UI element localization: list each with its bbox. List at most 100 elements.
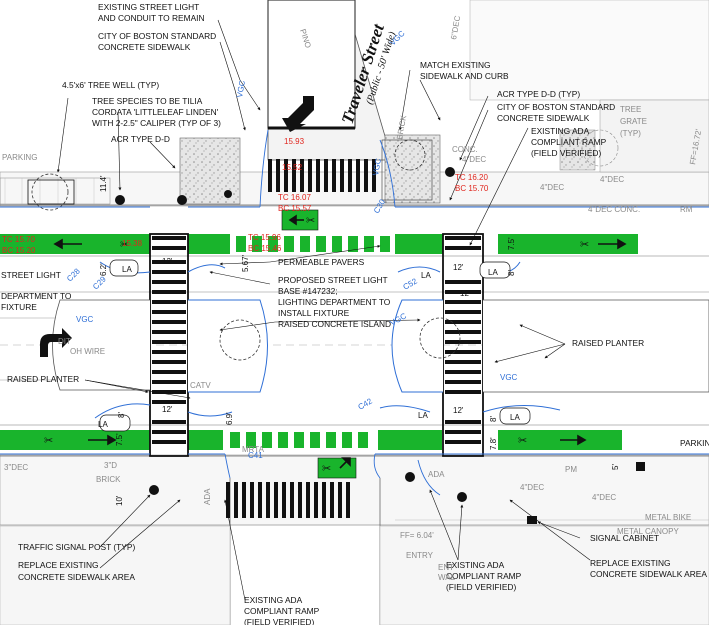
bicycle-icons: ✂ ✂ ✂ ✂ ✂ ✂ [44, 214, 589, 475]
dimension-label: 12' [453, 263, 464, 272]
dimension-label: 6.2' [99, 263, 108, 276]
map-label: VGC [371, 157, 383, 176]
callouts-right: MATCH EXISTING SIDEWALK AND CURB ACR TYP… [420, 60, 709, 448]
map-label: WAL [438, 573, 456, 582]
map-label: 6"DEC [449, 15, 462, 41]
bicycle-icon: ✂ [322, 462, 331, 475]
dimension-label: 8' [489, 416, 498, 422]
elevation-label: 15.93 [284, 137, 305, 146]
callout: RAISED PLANTER [572, 338, 644, 348]
elevation-label: TC 15.96 [248, 233, 281, 242]
dimension-labels: 11.4' 12' 6.2' 5.67' 7.5' 12' 8' 12' 8' … [99, 175, 620, 506]
bike-lane-center-south-2 [378, 430, 442, 450]
map-label: VGC [235, 79, 247, 98]
dimension-label: 12' [162, 257, 173, 266]
tree-icon [219, 319, 261, 361]
bicycle-icon: ✂ [306, 214, 315, 227]
elevation-labels: 15.93 15.52 TC 16.07 BC 15.57 TC 15.96 B… [2, 137, 489, 255]
map-label: 4"DEC [600, 175, 624, 184]
elevation-label: BC 15.70 [455, 184, 489, 193]
callout: ACR TYPE D-D (TYP) [497, 89, 580, 99]
callout: PARKIN [680, 438, 709, 448]
street-light-icon [177, 195, 187, 205]
map-label: METAL BIKE [645, 513, 691, 522]
signal-cabinet-icon [527, 516, 537, 524]
map-label: 4"DEC [592, 493, 616, 502]
map-label: BRICK [395, 114, 408, 140]
bicycle-icon: ✂ [518, 434, 527, 447]
signal-posts [115, 167, 645, 524]
map-label: LA [98, 420, 108, 429]
raised-islands [52, 259, 709, 432]
bicycle-icon: ✂ [120, 238, 129, 251]
crosswalk-south [226, 482, 350, 518]
callout: CITY OF BOSTON STANDARD [497, 102, 615, 112]
callout: SIGNAL CABINET [590, 533, 659, 543]
callout: EXISTING ADA [244, 595, 303, 605]
map-label: (TYP) [620, 129, 641, 138]
callout: TREE SPECIES TO BE TILIA [92, 96, 203, 106]
callout: COMPLIANT RAMP [446, 571, 522, 581]
map-label: GRATE [620, 117, 647, 126]
parking-meter-icon [636, 462, 645, 471]
dimension-label: 7.5' [115, 433, 124, 446]
bike-lane-east-north [498, 234, 638, 254]
map-label: 4"DEC [462, 155, 486, 164]
map-label: CONC. [452, 145, 478, 154]
bike-lane-center-south [188, 430, 223, 450]
callout: CORDATA 'LITTLELEAF LINDEN' [92, 107, 219, 117]
callout: STREET LIGHT [1, 270, 61, 280]
callout: COMPLIANT RAMP [244, 606, 320, 616]
callout: PROPOSED STREET LIGHT [278, 275, 388, 285]
callout: CITY OF BOSTON STANDARD [98, 31, 216, 41]
map-label: PM [565, 465, 577, 474]
turn-arrow-icon [40, 328, 72, 357]
dimension-label: 8' [117, 412, 126, 418]
callout: INSTALL FIXTURE [278, 308, 350, 318]
callout: BASE #147232; [278, 286, 338, 296]
map-label: 4"DEC CONC. [588, 205, 640, 214]
callout: CONCRETE SIDEWALK AREA [18, 572, 135, 582]
map-label: 3"DEC [4, 463, 28, 472]
map-label: LA [418, 411, 428, 420]
map-label: VGC [76, 315, 94, 324]
dimension-label: 10' [115, 495, 124, 506]
map-label: ENT [438, 563, 454, 572]
map-label: FF= 6.04' [400, 531, 434, 540]
crosswalk-north [268, 159, 376, 192]
lane-arrows [40, 96, 314, 357]
elevation-label: BC 15.20 [2, 246, 36, 255]
callout: 4.5'x6' TREE WELL (TYP) [62, 80, 159, 90]
map-label: ADA [428, 470, 445, 479]
dimension-label: 7.8' [489, 437, 498, 450]
elevation-label: 15.52 [282, 163, 303, 172]
dimension-label: 12' [162, 405, 173, 414]
callout: (FIELD VERIFIED) [244, 617, 314, 625]
callout: RAISED PLANTER [7, 374, 79, 384]
callout: EXISTING ADA [531, 126, 590, 136]
elevation-label: TC 15.70 [2, 235, 35, 244]
map-label: ADA [203, 488, 212, 505]
bicycle-icon: ✂ [580, 238, 589, 251]
callout: (FIELD VERIFIED) [531, 148, 601, 158]
callout: CONCRETE SIDEWALK [98, 42, 191, 52]
map-label: 4"DEC [540, 183, 564, 192]
callout: CONCRETE SIDEWALK AREA [590, 569, 707, 579]
map-labels: PARKING TREE GRATE (TYP) CONC. 4"DEC 4"D… [2, 15, 703, 582]
callout: COMPLIANT RAMP [531, 137, 607, 147]
dimension-label: 6.9' [225, 412, 234, 425]
dimension-label: 12' [453, 406, 464, 415]
callout: CONCRETE SIDEWALK [497, 113, 590, 123]
callout: FIXTURE [1, 302, 37, 312]
turn-arrow-icon [282, 96, 314, 132]
elevation-label: 15.38 [122, 239, 143, 248]
bike-lane-center-north-2 [395, 234, 443, 254]
callout: REPLACE EXISTING [18, 560, 99, 570]
elevation-label: BC 15.46 [248, 244, 282, 253]
map-label: MRTA [242, 445, 265, 454]
street-light-icon [115, 195, 125, 205]
callout: RAISED CONCRETE ISLAND [278, 319, 391, 329]
callout: SIDEWALK AND CURB [420, 71, 509, 81]
dimension-label: 12' [460, 289, 471, 298]
